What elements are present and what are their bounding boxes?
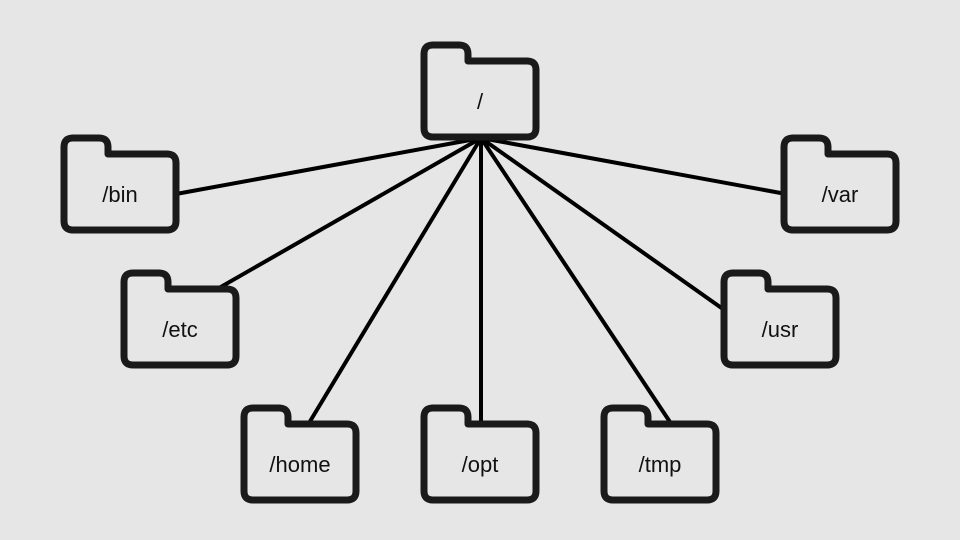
folder-label-root: / [477, 89, 484, 114]
connector-root-to-etc [210, 136, 483, 294]
folder-node-opt: /opt [420, 404, 540, 504]
connector-root-to-tmp [479, 136, 676, 430]
folder-node-root: / [420, 41, 540, 141]
folder-node-tmp: /tmp [600, 404, 720, 504]
folder-node-etc: /etc [120, 269, 240, 369]
connector-root-to-bin [174, 136, 483, 196]
folder-icon [420, 41, 540, 141]
folder-icon [240, 404, 360, 504]
folder-label-opt: /opt [462, 452, 499, 477]
folder-label-bin: /bin [102, 182, 137, 207]
folder-nodes: / /bin/etc/home/opt/tmp/usr/var [60, 41, 900, 504]
folder-label-usr: /usr [762, 317, 799, 342]
folder-label-tmp: /tmp [639, 452, 682, 477]
folder-node-home: /home [240, 404, 360, 504]
folder-icon [420, 404, 540, 504]
folder-icon [120, 269, 240, 369]
folder-node-usr: /usr [720, 269, 840, 369]
folder-label-var: /var [822, 182, 859, 207]
folder-node-bin: /bin [60, 134, 180, 234]
folder-label-home: /home [269, 452, 330, 477]
folder-label-etc: /etc [162, 317, 197, 342]
folder-node-var: /var [780, 134, 900, 234]
connector-root-to-usr [479, 136, 732, 316]
folder-icon [720, 269, 840, 369]
connector-lines [174, 136, 788, 430]
folder-icon [60, 134, 180, 234]
folder-icon [780, 134, 900, 234]
folder-icon [600, 404, 720, 504]
connector-root-to-var [479, 136, 788, 196]
connector-root-to-home [304, 136, 483, 430]
